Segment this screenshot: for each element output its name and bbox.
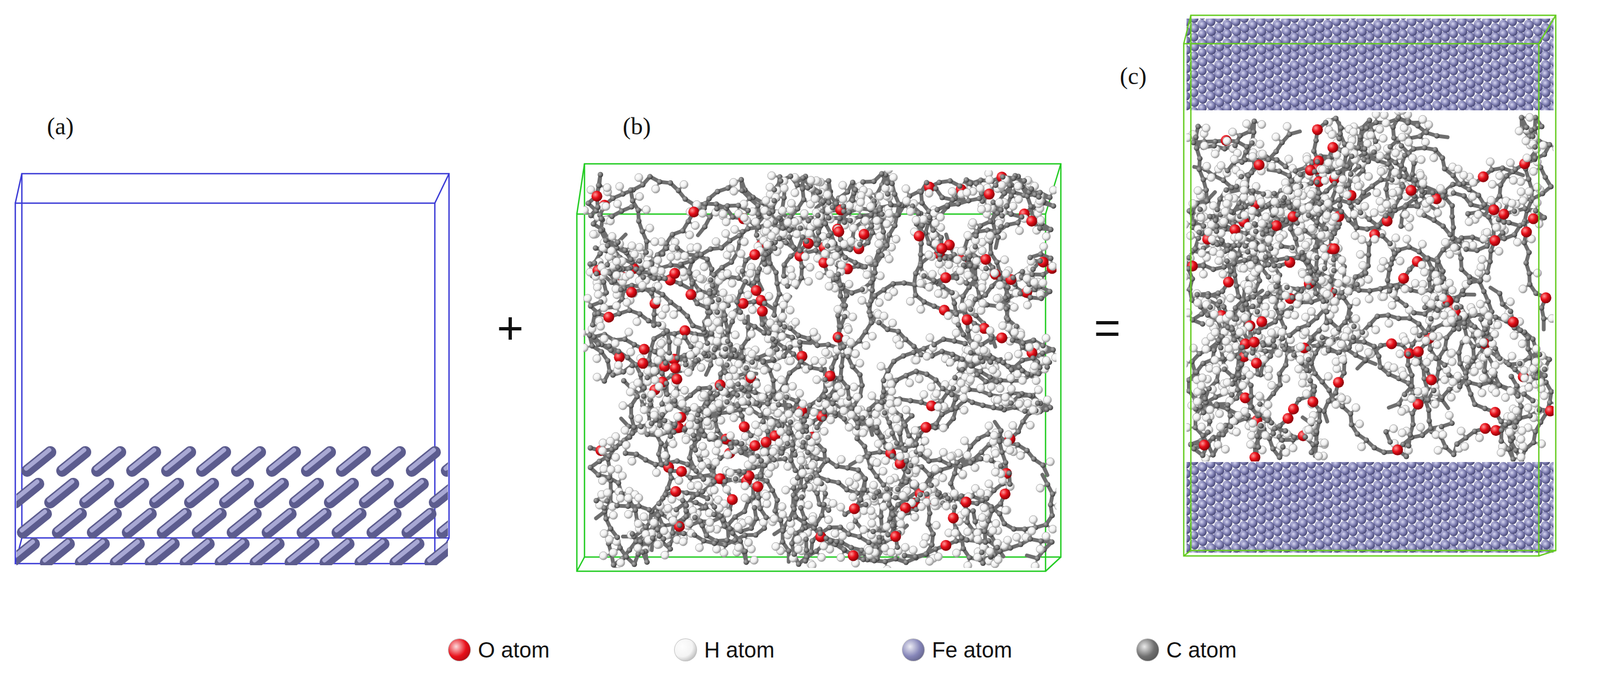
fe-rod — [267, 514, 291, 533]
fe-rod — [434, 483, 458, 503]
fe-rod — [190, 483, 214, 503]
fe-rod — [232, 514, 256, 533]
fe-rod — [237, 452, 261, 471]
fe-rod — [120, 483, 144, 503]
fe-rod — [395, 544, 419, 563]
fe-rod — [376, 452, 400, 471]
fe-rod — [220, 544, 244, 563]
fe-rod — [150, 544, 174, 563]
fe-rod — [411, 452, 435, 471]
fe-rod — [57, 514, 81, 533]
fe-rod-highlight — [441, 511, 465, 531]
fe-rod — [80, 544, 104, 563]
fe-rod — [294, 483, 318, 503]
fe-rod — [329, 483, 353, 503]
fe-rod — [50, 483, 74, 503]
fe-rod — [15, 483, 39, 503]
fe-rod — [45, 544, 69, 563]
fe-rod — [155, 483, 179, 503]
fe-rod — [185, 544, 209, 563]
fe-rod — [197, 514, 221, 533]
fe-rod — [364, 483, 388, 503]
fe-rod — [10, 544, 34, 563]
fe-rod — [85, 483, 109, 503]
fe-rod — [337, 514, 361, 533]
fe-rod — [162, 514, 186, 533]
fe-rod — [430, 544, 454, 563]
fe-rod — [255, 544, 279, 563]
fe-rod — [399, 483, 423, 503]
fe-rod — [62, 452, 86, 471]
fe-rod — [92, 514, 116, 533]
fe-rod — [290, 544, 314, 563]
fe-rod — [27, 452, 51, 471]
fe-rod — [325, 544, 349, 563]
fe-rod — [360, 544, 384, 563]
fe-rod — [167, 452, 191, 471]
fe-rod — [22, 514, 46, 533]
fe-rod — [225, 483, 249, 503]
fe-rod — [132, 452, 156, 471]
fe-rod — [341, 452, 365, 471]
fe-rod — [306, 452, 330, 471]
fe-rod — [97, 452, 121, 471]
fe-rod — [442, 514, 466, 533]
fe-rod — [372, 514, 396, 533]
fe-rod — [446, 452, 470, 471]
fe-rod — [407, 514, 431, 533]
fe-rod — [127, 514, 151, 533]
fe-rod — [272, 452, 295, 471]
fe-rod — [202, 452, 226, 471]
fe-rod — [115, 544, 139, 563]
fe-rod — [260, 483, 283, 503]
fe-rod — [302, 514, 326, 533]
